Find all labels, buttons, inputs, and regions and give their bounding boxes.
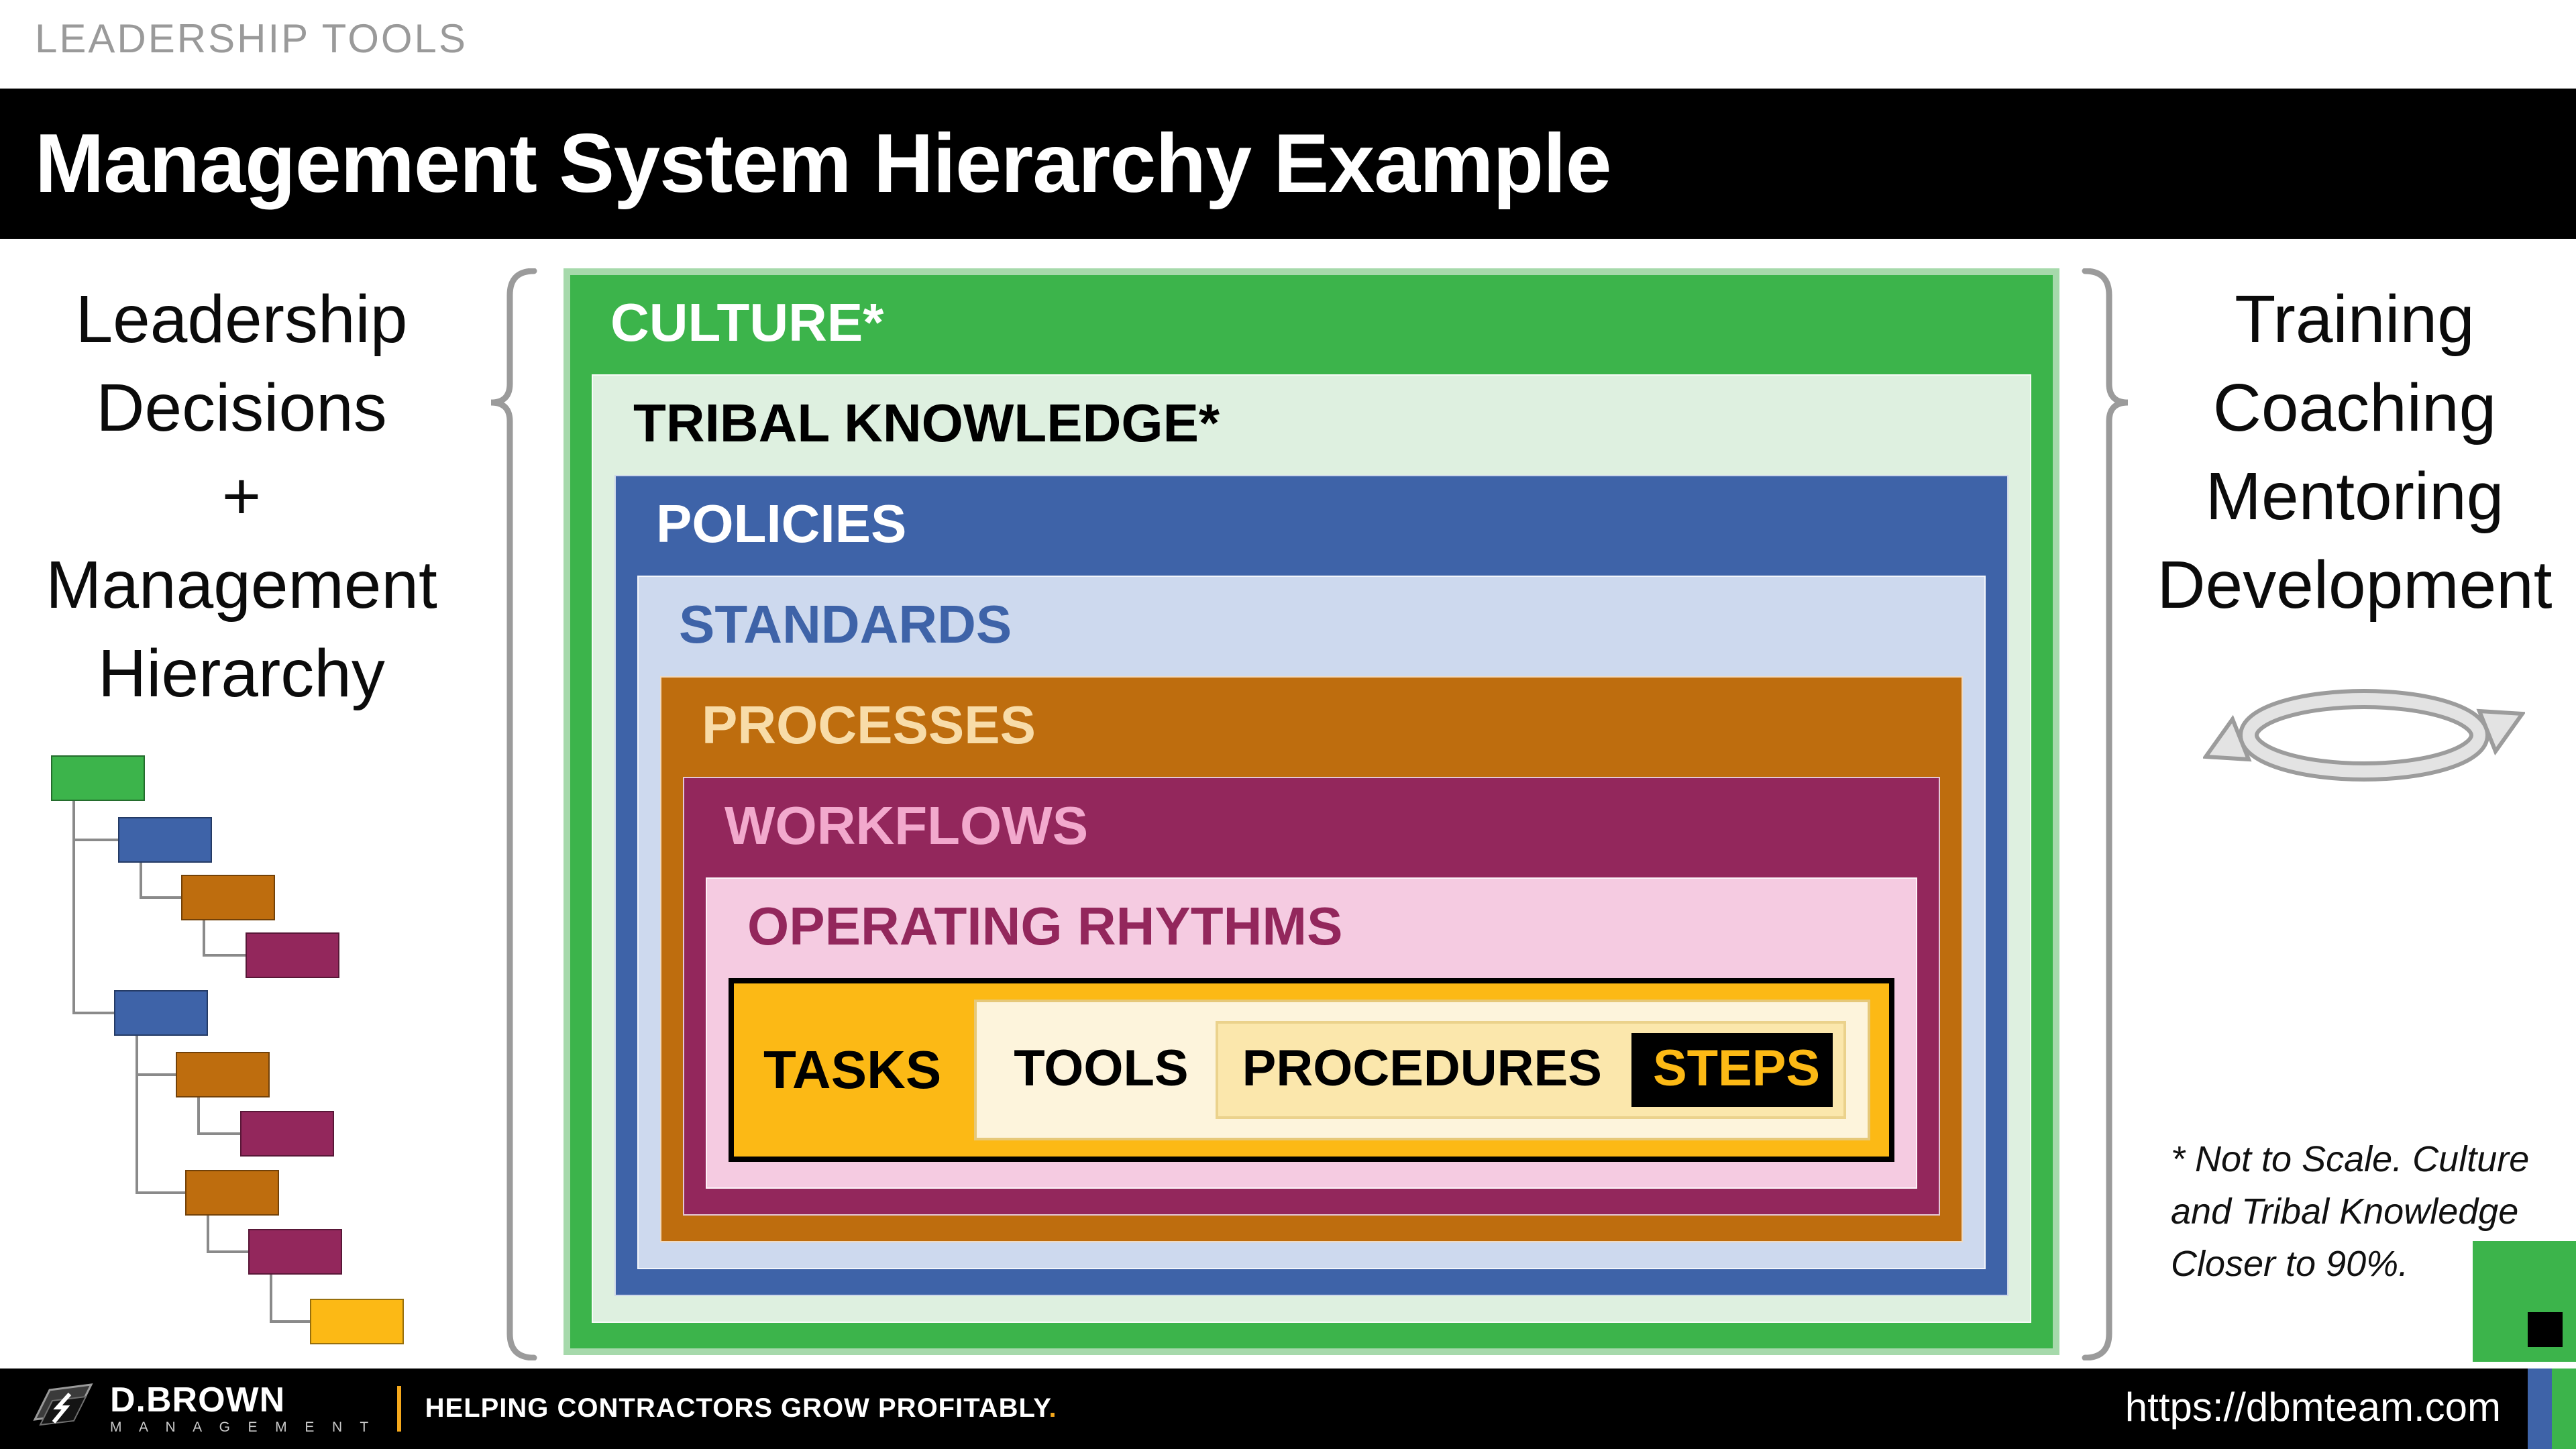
left-annotation: Leadership Decisions + Management Hierar… — [0, 275, 483, 718]
box-tools: TOOLS PROCEDURES STEPS — [973, 1000, 1870, 1140]
brand-name: D.BROWN — [110, 1379, 286, 1420]
level-label-tasks: TASKS — [763, 1040, 942, 1099]
page-title: Management System Hierarchy Example — [35, 117, 1612, 210]
footnote-line: * Not to Scale. Culture — [2171, 1139, 2530, 1179]
box-steps: STEPS — [1631, 1033, 1833, 1107]
right-brace-icon — [2082, 268, 2129, 1360]
left-brace-icon — [490, 268, 537, 1360]
eyebrow-label: LEADERSHIP TOOLS — [35, 17, 468, 62]
org-node — [240, 1111, 334, 1157]
org-node — [185, 1170, 279, 1216]
title-bar: Management System Hierarchy Example — [0, 89, 2576, 239]
level-label-workflows: WORKFLOWS — [724, 797, 1089, 856]
brand-subtitle: M A N A G E M E N T — [110, 1419, 376, 1436]
right-annotation: Training Coaching Mentoring Development — [2133, 275, 2576, 629]
level-operating-rhythms: OPERATING RHYTHMS TASKS TOOLS PROCEDURES — [706, 877, 1917, 1189]
scale-swatch — [2473, 1241, 2576, 1362]
annotation-line: Coaching — [2212, 370, 2497, 445]
footer-divider — [396, 1386, 401, 1432]
cycle-arrows-icon — [2203, 689, 2525, 782]
annotation-line: Decisions — [96, 370, 387, 445]
level-standards: STANDARDS PROCESSES WORKFLOWS OPERATING … — [637, 576, 1986, 1269]
level-label-tribal-knowledge: TRIBAL KNOWLEDGE* — [633, 394, 1220, 453]
annotation-line: Development — [2157, 547, 2553, 623]
not-to-scale-note: * Not to Scale. Culture and Tribal Knowl… — [2171, 1134, 2529, 1291]
level-tasks: TASKS TOOLS PROCEDURES STEPS — [729, 978, 1894, 1162]
tagline-text: HELPING CONTRACTORS GROW PROFITABLY — [425, 1393, 1049, 1423]
org-node — [310, 1299, 404, 1344]
annotation-line: Training — [2235, 282, 2475, 357]
level-workflows: WORKFLOWS OPERATING RHYTHMS TASKS TOOLS — [683, 777, 1940, 1216]
box-procedures: PROCEDURES STEPS — [1215, 1021, 1846, 1119]
footnote-line: and Tribal Knowledge — [2171, 1191, 2519, 1232]
org-node — [248, 1229, 342, 1275]
tagline-period: . — [1049, 1393, 1057, 1423]
level-label-operating-rhythms: OPERATING RHYTHMS — [747, 898, 1343, 957]
scale-swatch-black — [2528, 1312, 2563, 1347]
level-tribal-knowledge: TRIBAL KNOWLEDGE* POLICIES STANDARDS PRO… — [592, 374, 2031, 1323]
label-procedures: PROCEDURES — [1242, 1041, 1602, 1097]
org-node — [176, 1052, 270, 1097]
hierarchy-diagram: CULTURE* TRIBAL KNOWLEDGE* POLICIES STAN… — [564, 268, 2059, 1355]
label-tools: TOOLS — [1014, 1041, 1189, 1097]
level-label-standards: STANDARDS — [679, 596, 1012, 655]
org-node — [246, 932, 339, 978]
corner-square-blue — [2528, 1368, 2552, 1449]
footer-corner-squares — [2528, 1368, 2576, 1449]
level-culture: CULTURE* TRIBAL KNOWLEDGE* POLICIES STAN… — [564, 268, 2059, 1355]
level-label-processes: PROCESSES — [702, 696, 1036, 755]
annotation-line: Mentoring — [2205, 459, 2504, 534]
label-steps: STEPS — [1652, 1041, 1821, 1097]
footer-bar: D.BROWN M A N A G E M E N T HELPING CONT… — [0, 1368, 2576, 1449]
org-node — [51, 755, 145, 801]
annotation-line: Leadership — [75, 282, 408, 357]
annotation-line: Management — [46, 547, 437, 623]
annotation-line: Hierarchy — [98, 636, 385, 711]
annotation-line: + — [221, 459, 262, 534]
level-processes: PROCESSES WORKFLOWS OPERATING RHYTHMS TA… — [660, 676, 1963, 1242]
footer-tagline: HELPING CONTRACTORS GROW PROFITABLY. — [425, 1393, 1057, 1424]
footnote-line: Closer to 90%. — [2171, 1244, 2409, 1284]
corner-square-green — [2552, 1368, 2576, 1449]
org-node — [181, 875, 275, 920]
org-connector-lines — [72, 801, 310, 1323]
dbrown-logo-icon — [33, 1383, 93, 1426]
level-label-policies: POLICIES — [656, 495, 907, 554]
footer-url[interactable]: https://dbmteam.com — [2125, 1386, 2501, 1430]
level-label-culture: CULTURE* — [610, 294, 884, 353]
level-policies: POLICIES STANDARDS PROCESSES WORKFLOWS O… — [614, 475, 2008, 1296]
org-node — [118, 817, 212, 863]
footer-brand: D.BROWN M A N A G E M E N T — [110, 1383, 376, 1436]
org-node — [114, 990, 208, 1036]
